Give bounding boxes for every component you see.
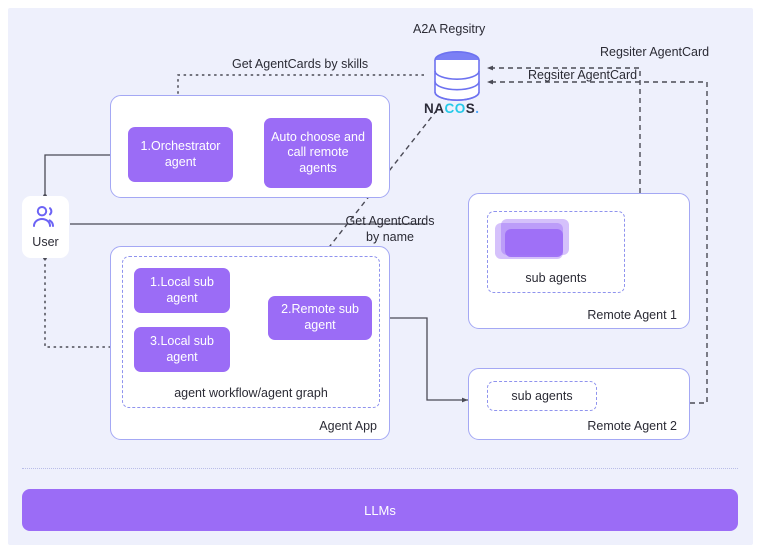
nacos-logo: NACOS. — [424, 101, 480, 116]
remote-sub-agent-2-block[interactable]: 2.Remote sub agent — [268, 296, 372, 340]
wire-remote2-to-remoteagent2 — [372, 317, 468, 403]
wire-register-agentcard-1 — [487, 65, 641, 193]
local-sub-agent-1-block[interactable]: 1.Local sub agent — [134, 268, 230, 313]
agent-app-label: Agent App — [319, 419, 377, 433]
local-sub-agent-3-block[interactable]: 3.Local sub agent — [134, 327, 230, 372]
remote-agent-2-label: Remote Agent 2 — [587, 419, 677, 433]
section-divider — [22, 468, 738, 469]
registry-title: A2A Regsitry — [413, 22, 486, 36]
remote-agent-1-label: Remote Agent 1 — [587, 308, 677, 322]
label-get-by-name-line1: Get AgentCards — [345, 214, 435, 228]
label-register-agentcard-bottom: Regsiter AgentCard — [528, 68, 638, 82]
remote-agent-1-sub-label: sub agents — [525, 271, 587, 285]
user-label: User — [32, 235, 59, 249]
auto-choose-block[interactable]: Auto choose and call remote agents — [264, 118, 372, 188]
users-icon — [31, 205, 61, 234]
remote-agent-2-sub-region: sub agents — [487, 381, 597, 411]
remote-agent-1-card: Remote Agent 1 — [468, 193, 690, 329]
sub-agents-stack-icon — [495, 219, 575, 267]
nacos-logo-part3: S — [465, 101, 476, 116]
orchestrator-agent-block[interactable]: 1.Orchestrator agent — [128, 127, 233, 182]
remote-agent-2-sub-label: sub agents — [511, 389, 573, 403]
nacos-logo-part2: CO — [444, 101, 466, 116]
nacos-logo-part1: NA — [424, 101, 445, 116]
user-node[interactable]: User — [22, 196, 69, 258]
wire-user-to-orchestrator — [44, 152, 126, 196]
wire-get-agentcards-by-skills — [177, 74, 424, 126]
agent-workflow-region: agent workflow/agent graph — [122, 256, 380, 408]
remote-agent-1-sub-region: sub agents — [487, 211, 625, 293]
label-get-agentcards-by-skills: Get AgentCards by skills — [232, 57, 369, 71]
agent-workflow-label: agent workflow/agent graph — [174, 386, 328, 400]
llms-bar[interactable]: LLMs — [22, 489, 738, 531]
label-register-agentcard-top: Regsiter AgentCard — [600, 45, 710, 59]
wire-user-dotted-return — [44, 258, 122, 348]
registry-database-icon — [428, 50, 486, 107]
label-get-by-name-line2: by name — [366, 229, 414, 244]
remote-agent-2-card: Remote Agent 2 — [468, 368, 690, 440]
nacos-logo-dot: . — [475, 101, 480, 116]
label-get-agentcards-by-name: Get AgentCards by name — [330, 214, 450, 245]
wire-get-agentcards-by-name — [292, 109, 438, 294]
